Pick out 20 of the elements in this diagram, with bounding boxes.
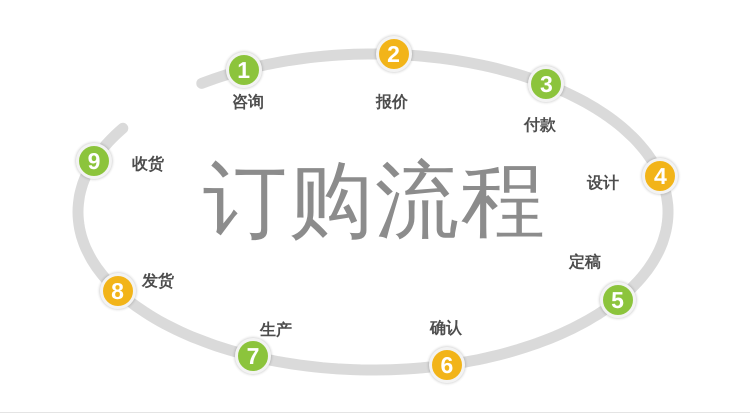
step-number-circle: 4 — [642, 158, 678, 194]
step-label: 确认 — [430, 318, 462, 338]
step-label: 收货 — [132, 154, 164, 174]
step-label: 咨询 — [232, 92, 264, 112]
step-label: 发货 — [142, 271, 174, 291]
step-label: 定稿 — [569, 252, 601, 272]
step-number-circle: 9 — [76, 142, 112, 179]
step-label: 报价 — [376, 92, 408, 112]
step-number-circle: 2 — [376, 36, 412, 72]
ring-arc — [100, 122, 128, 152]
step-number-circle: 6 — [428, 346, 465, 383]
step-number-circle: 7 — [235, 338, 271, 374]
step-number-circle: 8 — [100, 273, 136, 309]
diagram-title: 订购流程 — [203, 154, 547, 246]
step-label: 生产 — [260, 320, 292, 340]
step-number-circle: 3 — [528, 66, 564, 102]
step-number-circle: 5 — [600, 282, 636, 318]
step-label: 付款 — [524, 115, 556, 135]
step-number-circle: 1 — [226, 52, 262, 88]
step-label: 设计 — [587, 173, 619, 193]
